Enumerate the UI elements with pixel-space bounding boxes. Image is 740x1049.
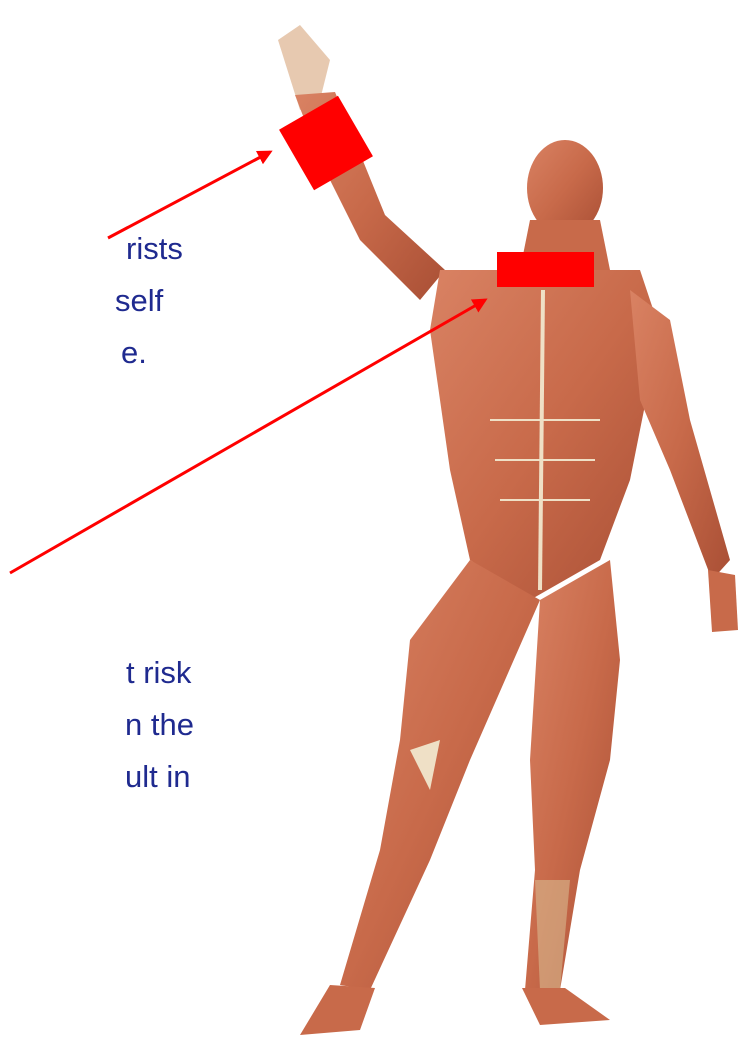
arrow-to-shoulder	[10, 300, 485, 573]
muscle-body	[278, 25, 738, 1035]
neck-marker	[497, 252, 594, 287]
arrow-to-wrist	[108, 152, 270, 238]
